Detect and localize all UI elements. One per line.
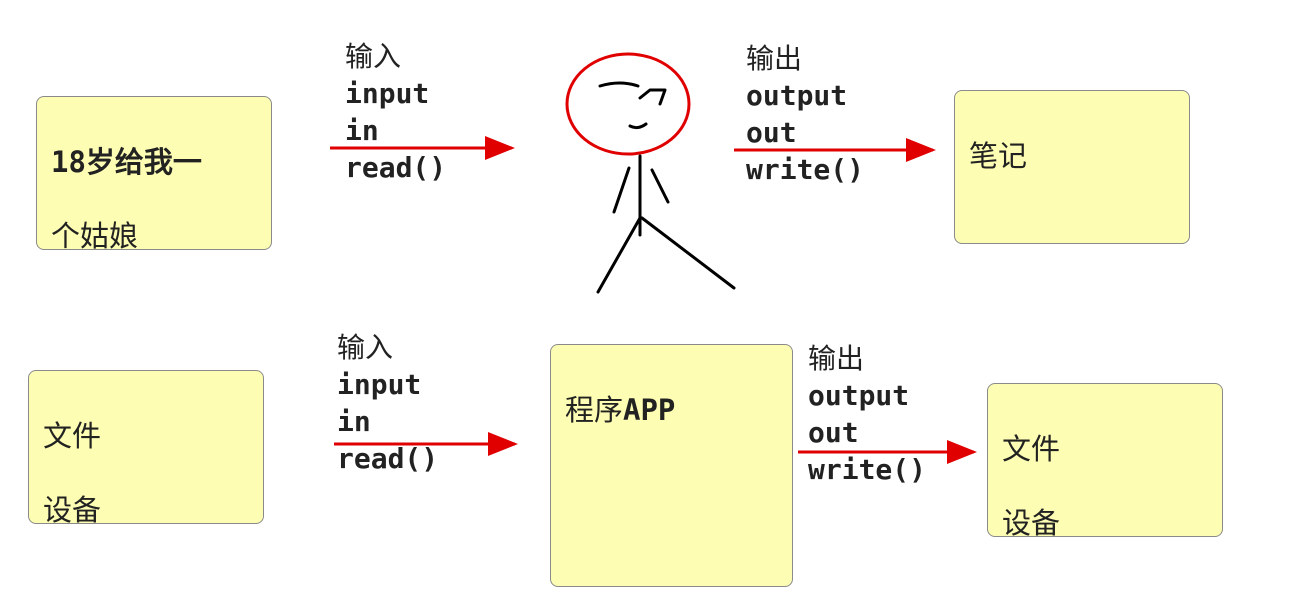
input-cn-label: 输入 <box>345 40 402 73</box>
output-keyword: output <box>746 79 848 112</box>
output-labels-bottom: 输出 output out write() <box>808 340 926 488</box>
source-note-bottom-line2: 设备 <box>43 493 102 527</box>
write-keyword: write() <box>808 453 927 486</box>
target-note-bottom: 文件 设备 <box>987 383 1223 540</box>
mouth <box>628 122 648 130</box>
output-cn-label: 输出 <box>746 42 803 75</box>
out-keyword: out <box>746 116 797 149</box>
source-note-bottom: 文件 设备 <box>28 370 264 527</box>
out-keyword: out <box>808 416 859 449</box>
program-note-en: APP <box>623 393 676 427</box>
eye-right <box>638 88 667 106</box>
output-cn-label: 输出 <box>808 342 865 375</box>
read-keyword: read() <box>345 151 447 184</box>
input-labels-top: 输入 input in read() <box>345 38 446 186</box>
arm-right <box>650 168 670 204</box>
output-labels-top: 输出 output out write() <box>746 40 864 188</box>
face-circle <box>565 52 691 156</box>
leg-left <box>596 216 642 294</box>
source-note-top-line2: 个姑娘 <box>51 219 139 253</box>
target-note-top-text: 笔记 <box>969 139 1028 173</box>
in-keyword: in <box>337 405 371 438</box>
program-note: 程序APP <box>550 344 793 587</box>
input-keyword: input <box>345 77 430 110</box>
input-cn-label: 输入 <box>337 331 394 364</box>
source-note-bottom-line1: 文件 <box>43 419 102 453</box>
read-keyword: read() <box>337 442 439 475</box>
stick-figure-icon <box>565 52 736 294</box>
input-labels-bottom: 输入 input in read() <box>337 329 438 477</box>
in-keyword: in <box>345 114 379 147</box>
source-note-top: 18岁给我一 个姑娘 <box>36 96 272 253</box>
output-keyword: output <box>808 379 910 412</box>
source-note-top-line1: 18岁给我一 <box>51 145 202 179</box>
target-note-top: 笔记 <box>954 90 1190 244</box>
write-keyword: write() <box>746 153 865 186</box>
eye-left <box>598 81 640 88</box>
target-note-bottom-line2: 设备 <box>1002 506 1061 540</box>
leg-right <box>640 216 736 290</box>
input-keyword: input <box>337 368 422 401</box>
program-note-cn: 程序 <box>565 393 624 427</box>
target-note-bottom-line1: 文件 <box>1002 432 1061 466</box>
arm-left <box>612 166 631 214</box>
